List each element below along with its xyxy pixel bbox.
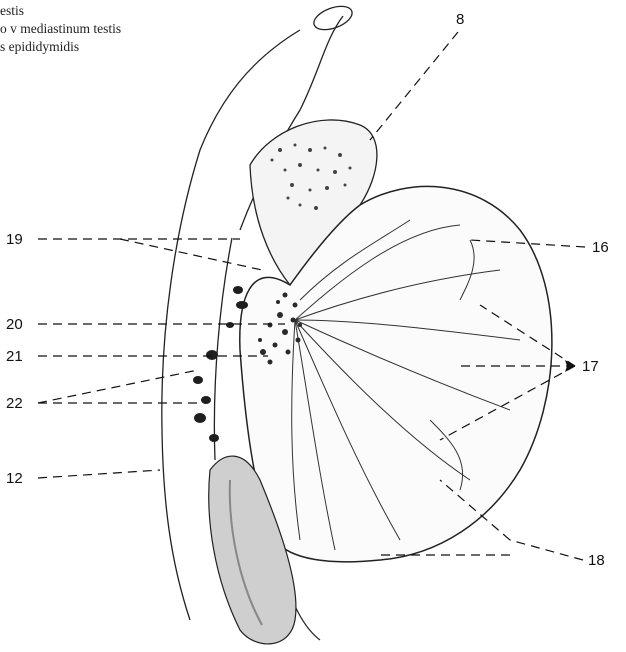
label-19: 19 (6, 231, 23, 248)
label-21: 21 (6, 348, 23, 365)
label-18: 18 (588, 552, 605, 569)
label-22: 22 (6, 395, 23, 412)
label-16: 16 (592, 239, 609, 256)
label-17: 17 (582, 358, 599, 375)
label-20: 20 (6, 316, 23, 333)
label-12: 12 (6, 470, 23, 487)
label-8: 8 (456, 11, 464, 28)
